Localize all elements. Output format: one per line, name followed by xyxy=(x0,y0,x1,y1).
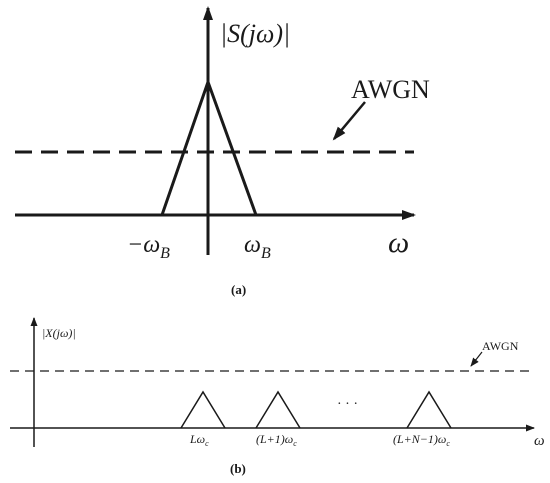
panel-b-caption: (b) xyxy=(230,461,246,476)
panel-a-x-label: ω xyxy=(388,226,409,259)
panel-b-subband-spectrum xyxy=(180,390,226,429)
panel-b-ellipsis: · · · xyxy=(337,397,358,412)
panel-a: |S(jω)| AWGN ω −ωB ωB (a) xyxy=(15,6,430,297)
panel-b-tick-l-plus-1-omega-c: (L+1)ωc xyxy=(256,432,297,448)
panel-b-noise-label: AWGN xyxy=(482,339,519,353)
panel-b: |X(jω)| AWGN ω · · · Lωc (L+1)ωc (L+N−1)… xyxy=(10,317,545,476)
panel-a-noise-label: AWGN xyxy=(351,75,430,104)
panel-a-y-label: |S(jω)| xyxy=(220,19,290,48)
panel-b-subband-spectrum xyxy=(255,390,301,429)
panel-a-tick-neg-omega-b: −ωB xyxy=(127,232,170,262)
panel-a-noise-pointer-arrow xyxy=(332,101,366,141)
panel-a-signal-spectrum xyxy=(160,77,258,216)
panel-b-tick-l-plus-n-minus-1-omega-c: (L+N−1)ωc xyxy=(393,432,450,448)
panel-b-subband-spectrum xyxy=(406,390,452,429)
panel-a-tick-pos-omega-b: ωB xyxy=(244,232,271,262)
panel-b-x-label: ω xyxy=(534,433,545,449)
panel-a-caption: (a) xyxy=(231,282,246,297)
panel-b-tick-l-omega-c: Lωc xyxy=(189,432,209,448)
panel-b-noise-pointer-arrow xyxy=(470,351,483,367)
panel-b-y-label: |X(jω)| xyxy=(42,326,76,340)
